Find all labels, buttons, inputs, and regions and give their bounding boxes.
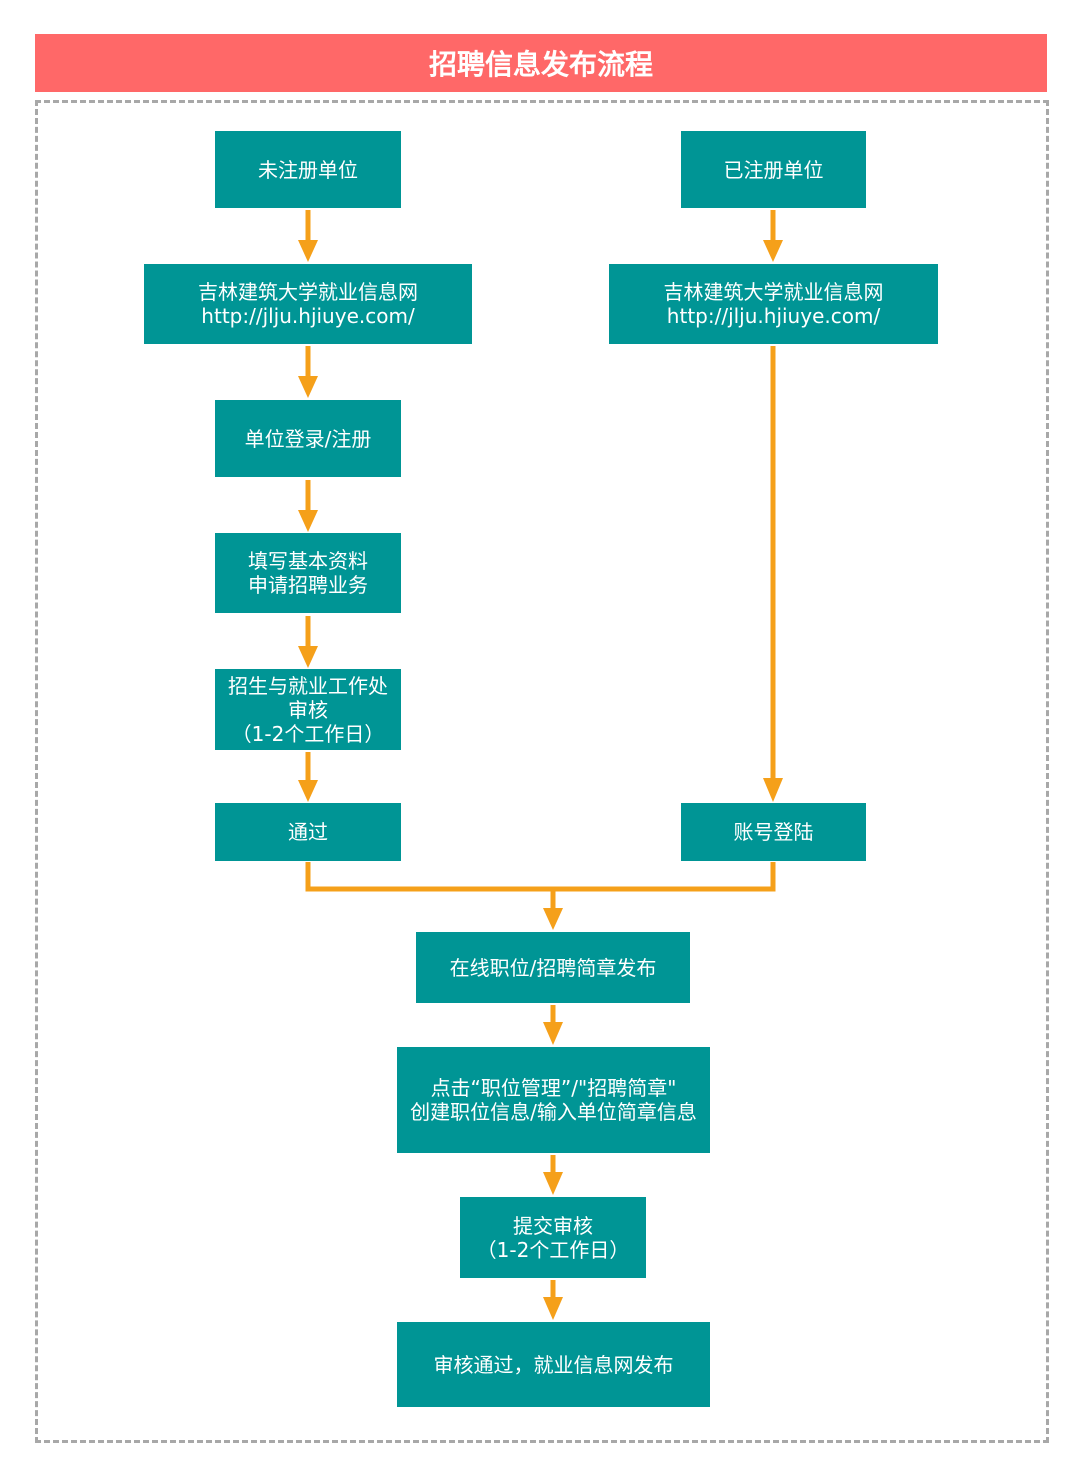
node-account-login-line-1: 账号登陆: [733, 820, 814, 844]
page-title: 招聘信息发布流程: [35, 34, 1047, 92]
node-site-right: 吉林建筑大学就业信息网 http://jlju.hjiuye.com/: [609, 264, 938, 344]
node-account-login: 账号登陆: [681, 803, 866, 861]
arrow-head: [298, 780, 318, 802]
node-site-left-line-2: http://jlju.hjiuye.com/: [201, 304, 415, 328]
node-publish-online: 在线职位/招聘简章发布: [416, 932, 690, 1003]
node-login-register-line-1: 单位登录/注册: [244, 426, 372, 451]
node-submit-review-line-1: 提交审核: [513, 1213, 593, 1238]
diagram-frame: [35, 100, 1049, 1443]
node-click-manage: 点击“职位管理”/"招聘简章" 创建职位信息/输入单位简章信息: [397, 1047, 710, 1153]
arrow-head: [543, 1022, 563, 1045]
node-approved-line-1: 通过: [288, 820, 328, 844]
arrow-head: [543, 908, 563, 930]
node-login-register: 单位登录/注册: [215, 400, 401, 477]
arrow-head: [298, 646, 318, 668]
node-office-review-line-1: 招生与就业工作处: [228, 673, 388, 698]
node-site-left: 吉林建筑大学就业信息网 http://jlju.hjiuye.com/: [144, 264, 472, 344]
node-submit-review-line-2: （1-2个工作日）: [476, 1237, 630, 1262]
arrow-head: [298, 240, 318, 262]
node-unregistered-line-1: 未注册单位: [258, 157, 358, 182]
node-office-review-line-3: （1-2个工作日）: [231, 721, 385, 746]
arrow-head: [543, 1172, 563, 1195]
arrow-head: [763, 240, 783, 262]
node-fill-info-line-1: 填写基本资料: [248, 549, 368, 573]
node-registered-line-1: 已注册单位: [723, 157, 824, 182]
node-publish-online-line-1: 在线职位/招聘简章发布: [449, 955, 657, 980]
merge-connector-right: [553, 862, 776, 892]
node-site-left-line-1: 吉林建筑大学就业信息网: [198, 280, 418, 304]
node-click-manage-line-2: 创建职位信息/输入单位简章信息: [410, 1100, 697, 1124]
node-office-review-line-2: 审核: [288, 697, 328, 722]
node-submit-review: 提交审核 （1-2个工作日）: [460, 1197, 646, 1278]
node-unregistered: 未注册单位: [215, 131, 401, 208]
node-approved: 通过: [215, 803, 401, 861]
node-final-publish-line-1: 审核通过，就业信息网发布: [433, 1352, 674, 1377]
node-site-right-line-2: http://jlju.hjiuye.com/: [666, 304, 881, 328]
arrow-head: [298, 510, 318, 532]
node-registered: 已注册单位: [681, 131, 866, 208]
node-fill-info-line-2: 申请招聘业务: [248, 573, 368, 597]
arrow-head: [298, 376, 318, 398]
node-final-publish: 审核通过，就业信息网发布: [397, 1322, 710, 1407]
arrow-head: [543, 1297, 563, 1320]
merge-connector-left: [305, 862, 553, 892]
node-site-right-line-1: 吉林建筑大学就业信息网: [663, 280, 884, 304]
arrow-head: [763, 778, 783, 802]
node-click-manage-line-1: 点击“职位管理”/"招聘简章": [430, 1076, 677, 1100]
node-office-review: 招生与就业工作处 审核 （1-2个工作日）: [215, 669, 401, 750]
node-fill-info: 填写基本资料 申请招聘业务: [215, 533, 401, 613]
